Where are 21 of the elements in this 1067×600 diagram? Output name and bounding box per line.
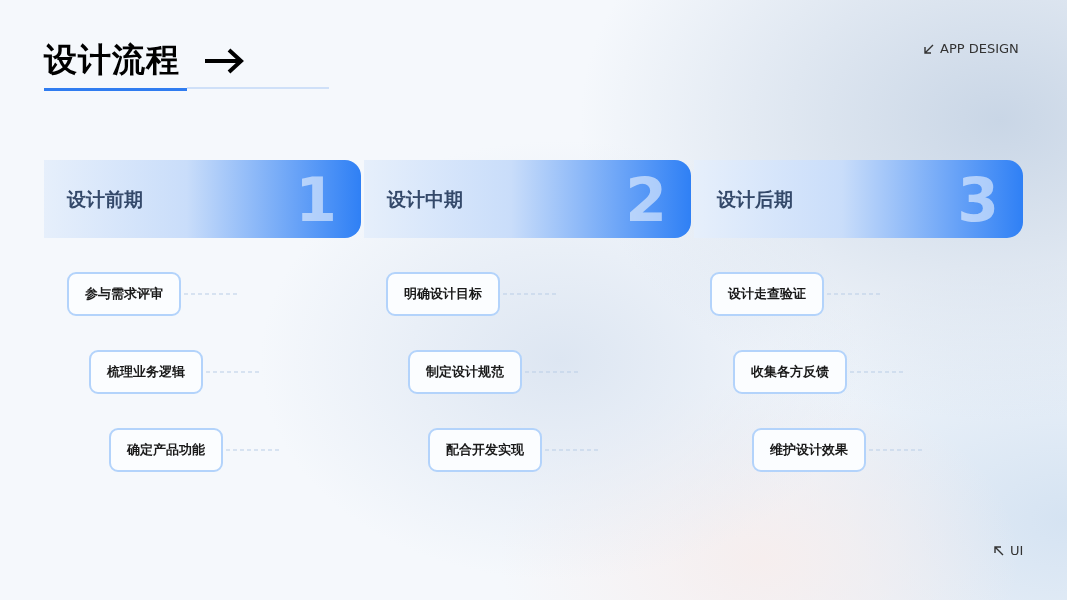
task-pill: 确定产品功能 <box>109 428 223 472</box>
task-pill: 梳理业务逻辑 <box>89 350 203 394</box>
task-pill: 参与需求评审 <box>67 272 181 316</box>
task-pill: 明确设计目标 <box>386 272 500 316</box>
corner-label: APP DESIGN <box>940 41 1019 56</box>
task-pill: 配合开发实现 <box>428 428 542 472</box>
task-pill: 设计走查验证 <box>710 272 824 316</box>
task-pill: 制定设计规范 <box>408 350 522 394</box>
stage-number: 3 <box>957 170 999 230</box>
stage-banner <box>364 160 691 238</box>
task-pill: 收集各方反馈 <box>733 350 847 394</box>
stage-heading: 设计前期 <box>67 187 143 212</box>
stage-banner <box>694 160 1023 238</box>
stage-number: 1 <box>295 170 337 230</box>
stage-banner <box>44 160 361 238</box>
page-title: 设计流程 <box>44 39 180 81</box>
stage-number: 2 <box>625 170 667 230</box>
stage-heading: 设计中期 <box>387 187 463 212</box>
stage-heading: 设计后期 <box>717 187 793 212</box>
task-pill: 维护设计效果 <box>752 428 866 472</box>
corner-label: UI <box>1010 543 1024 558</box>
